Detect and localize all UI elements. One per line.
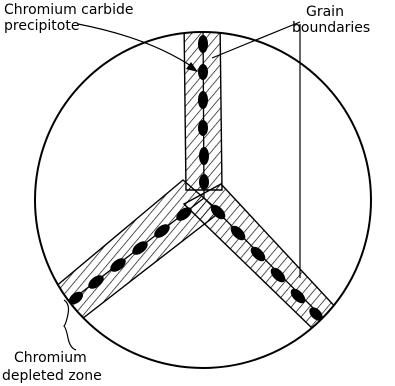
carbide-particle [199,147,209,165]
carbide-particle [198,35,208,53]
carbide-particle [198,64,208,80]
carbide-label-line2: precipitote [4,18,79,34]
grain-boundaries-label-line1: Grain [306,4,344,20]
grain-boundaries-label-line2: boundaries [292,20,370,36]
carbide-particle [199,174,209,190]
depleted-zone-label-line1: Chromium [14,350,87,366]
carbide-particle [198,91,208,109]
carbide-label-line1: Chromium carbide [4,2,133,18]
depleted-zone-label-line2: depleted zone [2,368,102,384]
carbide-particle [198,120,208,136]
